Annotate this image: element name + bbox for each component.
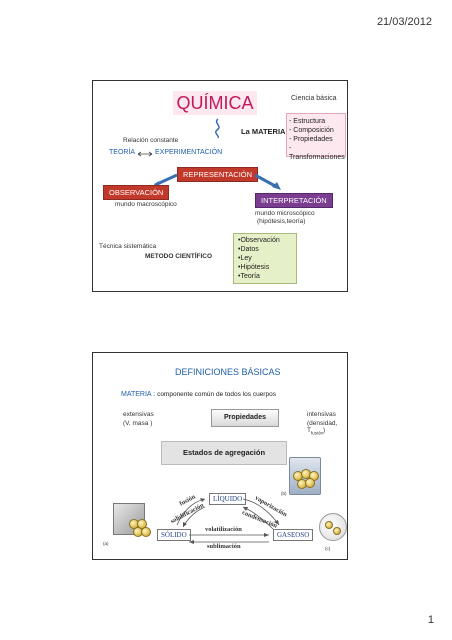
extensivas-label: extensivas <box>123 411 154 418</box>
phase-arrows <box>176 498 280 544</box>
slide-definiciones: DEFINICIONES BÁSICAS MATERIA : component… <box>92 352 348 560</box>
intensivas-example: (densidad, Tfusión) <box>307 420 347 435</box>
molecule-icon <box>141 527 151 537</box>
molecule-icon <box>325 521 333 529</box>
tag-c: (c) <box>325 546 331 551</box>
intensivas-close: ) <box>323 427 326 434</box>
slide-title: QUÍMICA <box>173 91 257 115</box>
la-materia-label: La MATERIA <box>241 127 286 136</box>
arrow-right-icon <box>254 173 281 190</box>
page-number: 1 <box>427 614 434 626</box>
solido-label: SÓLIDO <box>157 529 191 541</box>
materia-properties-box: - Estructura - Composición - Propiedades… <box>286 113 346 161</box>
interpretacion-box: INTERPRETACIÓN <box>255 193 333 208</box>
estados-box: Estados de agregación <box>161 441 287 465</box>
step-datos: •Datos <box>238 246 259 253</box>
molecule-icon <box>333 527 341 535</box>
intensivas-subscript: fusión <box>310 430 323 436</box>
sublimacion-label: sublimación <box>207 543 241 550</box>
mundo-micro-label: mundo microscópico <box>255 210 315 217</box>
materia-term: MATERIA : <box>121 391 156 398</box>
intensivas-label: intensivas <box>307 411 336 418</box>
metodo-label: METODO CIENTÍFICO <box>145 253 213 260</box>
intensivas-text: (densidad, T <box>307 420 338 434</box>
prop-composicion: - Composición <box>289 127 334 134</box>
materia-def-text: componente común de todos los cuerpos <box>157 391 276 398</box>
curly-arrow-icon <box>215 118 220 139</box>
metodo-steps-box: •Observación •Datos •Ley •Hipótesis •Teo… <box>233 233 297 284</box>
prop-propiedades: - Propiedades <box>289 136 333 143</box>
relacion-label: Relación constante <box>123 137 179 144</box>
teoria-label: TEORÍA <box>109 149 136 156</box>
tecnica-label: Técnica sistemática <box>99 243 157 250</box>
molecule-icon <box>305 478 315 488</box>
mundo-macro-label: mundo macroscópico <box>115 201 177 208</box>
date-label: 21/03/2012 <box>376 16 432 28</box>
extensivas-example: (V, masa ) <box>123 420 153 427</box>
tag-b: (b) <box>281 491 287 496</box>
gaseoso-label: GASEOSO <box>273 529 314 541</box>
materia-definition: MATERIA : componente común de todos los … <box>121 391 276 398</box>
slide-quimica: QUÍMICA Ciencia básica La MATERIA - Estr… <box>92 80 348 292</box>
propiedades-box: Propiedades <box>211 409 279 427</box>
prop-transformaciones: - Transformaciones <box>289 145 345 161</box>
liquido-label: LÍQUIDO <box>209 493 247 505</box>
slide-title: DEFINICIONES BÁSICAS <box>175 367 281 377</box>
ciencia-basica-label: Ciencia básica <box>291 95 337 102</box>
double-arrow-icon <box>137 151 153 157</box>
step-hipotesis: •Hipótesis <box>238 264 270 271</box>
observacion-box: OBSERVACIÓN <box>103 185 170 200</box>
step-teoria: •Teoría <box>238 273 260 280</box>
experimentacion-label: EXPERIMENTACIÓN <box>155 149 223 156</box>
flask-image <box>319 513 347 541</box>
prop-estructura: - Estructura <box>289 118 326 125</box>
representacion-box: REPRESENTACIÓN <box>177 167 259 182</box>
hipotesis-label: (hipótesis,teoría) <box>257 218 306 225</box>
step-observacion: •Observación <box>238 237 280 244</box>
volatilizacion-label: volatilización <box>205 526 242 533</box>
step-ley: •Ley <box>238 255 252 262</box>
tag-a: (a) <box>103 541 109 546</box>
